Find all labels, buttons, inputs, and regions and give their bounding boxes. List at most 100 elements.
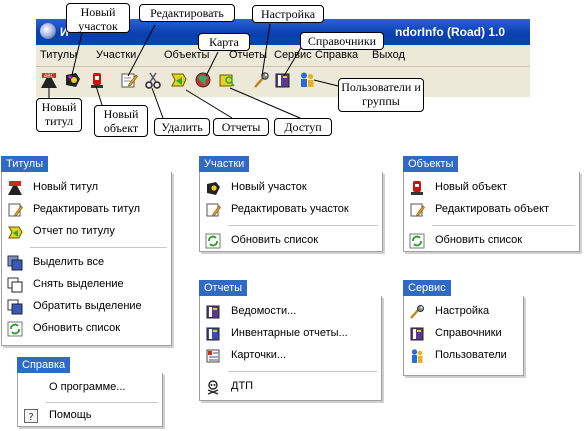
new-section-icon[interactable] (64, 71, 82, 89)
select-all-icon (7, 255, 23, 271)
toolbar: ABC (36, 67, 530, 95)
panel-body-help: О программе... ? Помощь (17, 373, 163, 427)
app-logo-icon (40, 23, 56, 39)
menu-item-label: Снять выделение (33, 278, 124, 290)
menu-item-label: Новый объект (435, 181, 508, 193)
menu-item-about[interactable]: О программе... (18, 377, 162, 399)
edit-icon[interactable] (120, 71, 138, 89)
panel-tab-help: Справка (17, 357, 71, 373)
menu-separator (46, 402, 158, 403)
menu-reports[interactable]: Отчеты (229, 49, 268, 61)
svg-text:ABC: ABC (44, 74, 55, 80)
menu-item-new-title[interactable]: Новый титул (2, 177, 171, 199)
menu-item-label: Выделить все (33, 256, 105, 268)
menu-item-label: Обратить выделение (33, 300, 142, 312)
callout-delete: Удалить (154, 118, 210, 136)
new-object-icon (409, 180, 425, 196)
callout-map: Карта (198, 33, 250, 51)
menu-objects[interactable]: Объекты (164, 49, 210, 61)
callout-new-title: Новый титул (36, 98, 82, 132)
menu-item-new-section[interactable]: Новый участок (200, 177, 382, 199)
menu-panel-reports: Отчеты Ведомости... Инвентарные отчеты..… (199, 280, 382, 401)
menu-item-label: ДТП (231, 380, 254, 392)
report-icon (7, 224, 23, 240)
settings-wrench-icon (409, 304, 425, 320)
statements-book-icon (205, 304, 221, 320)
panel-tab-sections: Участки (199, 156, 250, 172)
callout-users-groups: Пользователи и группы (338, 78, 424, 112)
access-icon[interactable] (218, 71, 236, 89)
callout-new-object: Новый объект (94, 105, 148, 137)
inventory-book-icon (205, 326, 221, 342)
callout-directories: Справочники (300, 32, 384, 50)
menu-item-label: Настройка (435, 305, 490, 317)
panel-tab-service: Сервис (403, 280, 451, 296)
window-title-end: ndorInfo (Road) 1.0 (395, 25, 505, 39)
map-icon[interactable] (194, 71, 212, 89)
panel-body-reports: Ведомости... Инвентарные отчеты... Карто… (199, 296, 382, 401)
menu-item-refresh-list[interactable]: Обновить список (2, 318, 171, 340)
menu-item-label: Отчет по титулу (33, 225, 115, 237)
menu-item-directories[interactable]: Справочники (404, 323, 523, 345)
menu-item-invert-selection[interactable]: Обратить выделение (2, 296, 171, 318)
menu-item-select-all[interactable]: Выделить все (2, 252, 171, 274)
callout-reports: Отчеты (213, 118, 269, 136)
menu-panel-titles: Титулы Новый титул Редактировать титул О… (1, 156, 172, 346)
menu-item-inventory-reports[interactable]: Инвентарные отчеты... (200, 323, 381, 345)
skull-crossbones-icon (205, 379, 221, 395)
menu-item-label: Новый участок (231, 181, 307, 193)
menu-panel-objects: Объекты Новый объект Редактировать объек… (403, 156, 580, 252)
menu-item-clear-selection[interactable]: Снять выделение (2, 274, 171, 296)
menu-panel-sections: Участки Новый участок Редактировать учас… (199, 156, 383, 252)
menu-item-label: Обновить список (435, 234, 523, 246)
panel-tab-titles: Титулы (1, 156, 49, 172)
scissors-icon[interactable] (144, 71, 162, 89)
menu-item-edit-section[interactable]: Редактировать участок (200, 199, 382, 221)
panel-body-sections: Новый участок Редактировать участок Обно… (199, 172, 383, 252)
users-icon (409, 348, 425, 364)
panel-body-objects: Новый объект Редактировать объект Обнови… (403, 172, 580, 252)
menu-item-accidents[interactable]: ДТП (200, 376, 381, 398)
callout-edit: Редактировать (139, 4, 235, 22)
new-title-icon[interactable]: ABC (40, 71, 58, 89)
menu-item-label: Редактировать объект (435, 203, 550, 215)
menu-item-settings[interactable]: Настройка (404, 301, 523, 323)
menu-item-label: Пользователи (435, 349, 507, 361)
menu-separator (228, 225, 378, 226)
new-object-icon[interactable] (88, 71, 106, 89)
menu-sections[interactable]: Участки (96, 49, 137, 61)
report-icon[interactable] (170, 71, 188, 89)
menu-item-title-report[interactable]: Отчет по титулу (2, 221, 171, 243)
panel-body-titles: Новый титул Редактировать титул Отчет по… (1, 172, 172, 346)
menu-item-refresh-objects[interactable]: Обновить список (404, 230, 579, 252)
menu-item-statements[interactable]: Ведомости... (200, 301, 381, 323)
panel-tab-objects: Объекты (403, 156, 459, 172)
menu-item-new-object[interactable]: Новый объект (404, 177, 579, 199)
menu-item-label: Обновить список (33, 322, 121, 334)
edit-icon (205, 202, 221, 218)
menu-item-edit-object[interactable]: Редактировать объект (404, 199, 579, 221)
settings-wrench-icon[interactable] (252, 71, 270, 89)
menu-panel-help: Справка О программе... ? Помощь (17, 357, 163, 427)
svg-text:?: ? (28, 412, 33, 423)
directories-book-icon[interactable] (274, 71, 292, 89)
directories-book-icon (409, 326, 425, 342)
refresh-icon (409, 233, 425, 249)
menu-item-label: О программе... (49, 381, 126, 393)
menu-item-edit-title[interactable]: Редактировать титул (2, 199, 171, 221)
menu-panel-service: Сервис Настройка Справочники Пользовател… (403, 280, 524, 376)
menu-titles[interactable]: Титулы (40, 49, 78, 61)
panel-body-service: Настройка Справочники Пользователи (403, 296, 524, 376)
menu-exit[interactable]: Выход (372, 49, 405, 61)
menu-item-cards[interactable]: Карточки... (200, 345, 381, 367)
menu-help[interactable]: Справка (315, 49, 359, 61)
menu-item-label: Справочники (435, 327, 502, 339)
menu-item-help[interactable]: ? Помощь (18, 405, 162, 427)
users-icon[interactable] (298, 71, 316, 89)
new-title-icon (7, 180, 23, 196)
menu-service[interactable]: Сервис (274, 49, 312, 61)
menu-item-refresh-sections[interactable]: Обновить список (200, 230, 382, 252)
menu-item-users[interactable]: Пользователи (404, 345, 523, 367)
panel-tab-reports: Отчеты (199, 280, 248, 296)
window-title-start: И (60, 25, 69, 39)
